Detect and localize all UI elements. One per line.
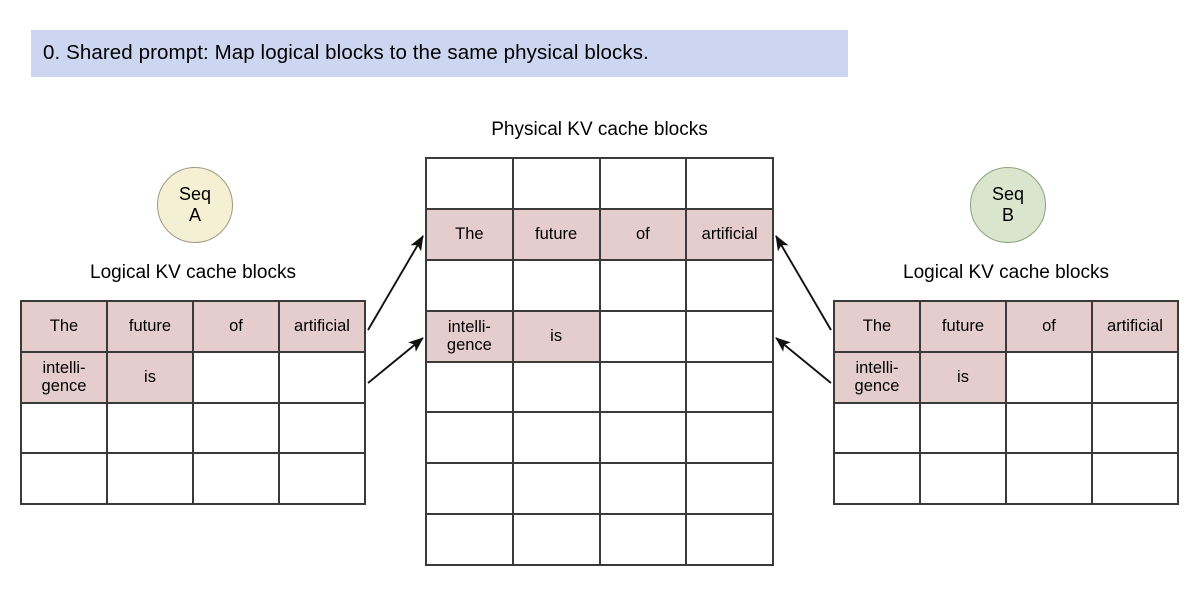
block-cell-r3-c1 (22, 403, 108, 455)
block-cell-r7-c3 (600, 464, 688, 516)
block-cell-r5-c4 (687, 362, 774, 414)
arrow-b-row2-to-physical-row4 (775, 337, 832, 384)
block-cell-r1-c3 (600, 159, 688, 210)
block-cell-r3-c4 (687, 260, 774, 312)
seq-a-badge: Seq A (157, 167, 233, 243)
block-cell-r4-c1: intelli-gence (427, 311, 514, 363)
block-cell-r2-c2: is (921, 352, 1007, 404)
physical-blocks-caption: Physical KV cache blocks (491, 119, 708, 140)
block-cell-r3-c4 (1093, 403, 1179, 455)
block-cell-r1-c1: The (22, 302, 108, 353)
seq-a-label-line1: Seq (178, 183, 212, 204)
seq-b-label-line1: Seq (991, 183, 1025, 204)
block-cell-r4-c4 (1093, 454, 1179, 505)
block-cell-r1-c1: The (835, 302, 921, 353)
block-cell-r1-c4: artificial (280, 302, 366, 353)
block-cell-r3-c2 (513, 260, 601, 312)
seq-b-badge: Seq B (970, 167, 1046, 243)
block-cell-r4-c2 (921, 454, 1007, 505)
block-cell-r3-c2 (108, 403, 194, 455)
block-cell-r4-c4 (687, 311, 774, 363)
logical-blocks-caption-seq-b: Logical KV cache blocks (903, 262, 1109, 283)
block-cell-r4-c3 (600, 311, 688, 363)
block-cell-r3-c3 (1007, 403, 1093, 455)
block-cell-r1-c3: of (1007, 302, 1093, 353)
block-cell-r2-c2: is (108, 352, 194, 404)
block-cell-r2-c3 (194, 352, 280, 404)
block-cell-r2-c4 (1093, 352, 1179, 404)
block-cell-r8-c1 (427, 515, 514, 566)
block-cell-r2-c4: artificial (687, 209, 774, 261)
block-cell-r8-c2 (513, 515, 601, 566)
block-cell-r4-c3 (1007, 454, 1093, 505)
block-cell-r5-c3 (600, 362, 688, 414)
block-cell-r2-c1: intelli-gence (22, 352, 108, 404)
block-cell-r7-c1 (427, 464, 514, 516)
block-cell-r3-c3 (194, 403, 280, 455)
block-cell-r3-c4 (280, 403, 366, 455)
block-cell-r1-c1 (427, 159, 514, 210)
block-cell-r2-c3 (1007, 352, 1093, 404)
block-cell-r1-c4: artificial (1093, 302, 1179, 353)
block-cell-r4-c3 (194, 454, 280, 505)
block-cell-r7-c4 (687, 464, 774, 516)
block-cell-r4-c2 (108, 454, 194, 505)
block-cell-r2-c3: of (600, 209, 688, 261)
block-cell-r5-c1 (427, 362, 514, 414)
block-cell-r5-c2 (513, 362, 601, 414)
block-cell-r6-c2 (513, 413, 601, 465)
block-cell-r4-c1 (835, 454, 921, 505)
block-cell-r8-c3 (600, 515, 688, 566)
seq-b-label-line2: B (1001, 205, 1014, 225)
block-cell-r6-c3 (600, 413, 688, 465)
block-cell-r4-c4 (280, 454, 366, 505)
block-cell-r4-c2: is (513, 311, 601, 363)
logical-blocks-caption-seq-a: Logical KV cache blocks (90, 262, 296, 283)
block-cell-r3-c3 (600, 260, 688, 312)
block-cell-r1-c2: future (108, 302, 194, 353)
block-cell-r2-c1: The (427, 209, 514, 261)
block-cell-r1-c2: future (921, 302, 1007, 353)
shared-prompt-banner: 0. Shared prompt: Map logical blocks to … (31, 30, 848, 77)
block-cell-r1-c2 (513, 159, 601, 210)
block-cell-r8-c4 (687, 515, 774, 566)
block-cell-r1-c3: of (194, 302, 280, 353)
arrow-a-row2-to-physical-row4 (367, 337, 424, 384)
block-cell-r1-c4 (687, 159, 774, 210)
block-cell-r6-c1 (427, 413, 514, 465)
arrow-a-row1-to-physical-row2 (367, 235, 424, 331)
shared-prompt-text: 0. Shared prompt: Map logical blocks to … (43, 41, 649, 65)
block-cell-r4-c1 (22, 454, 108, 505)
block-cell-r2-c2: future (513, 209, 601, 261)
block-cell-r2-c4 (280, 352, 366, 404)
block-cell-r3-c2 (921, 403, 1007, 455)
block-cell-r7-c2 (513, 464, 601, 516)
block-cell-r3-c1 (835, 403, 921, 455)
arrow-b-row1-to-physical-row2 (775, 235, 832, 331)
block-cell-r6-c4 (687, 413, 774, 465)
block-cell-r3-c1 (427, 260, 514, 312)
block-cell-r2-c1: intelli-gence (835, 352, 921, 404)
seq-a-label-line2: A (188, 205, 201, 225)
